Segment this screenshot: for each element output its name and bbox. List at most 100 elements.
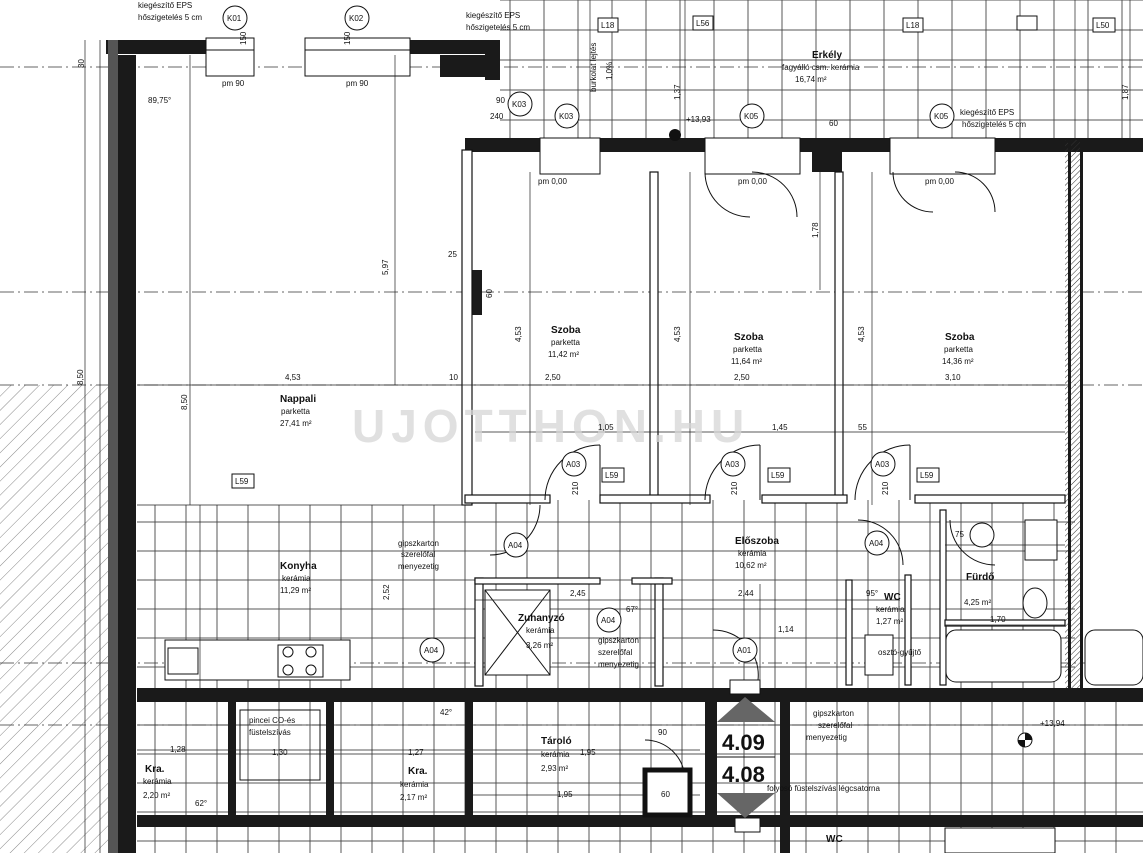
- room-szoba2: Szoba: [734, 332, 764, 343]
- tag-k03b: K03: [559, 112, 574, 121]
- dim-145: 1,45: [772, 423, 788, 432]
- room-wc: WC: [884, 592, 901, 603]
- room-wc2: WC: [826, 834, 843, 845]
- room-wc-finish: kerámia: [876, 605, 905, 614]
- dim-453-nappali: 4,53: [285, 373, 301, 382]
- angle-95: 95°: [866, 589, 878, 598]
- room-szoba3-finish: parketta: [944, 345, 973, 354]
- unit-arrow-up: [717, 697, 775, 722]
- note-eps-1: kiegészítő EPS: [138, 1, 192, 10]
- room-kra2: Kra.: [408, 766, 428, 777]
- dim-60b: 60: [829, 119, 838, 128]
- level-marker-2: [669, 129, 681, 141]
- room-eloszoba: Előszoba: [735, 536, 779, 547]
- note-oszto: osztó-gyűjtő: [878, 648, 922, 657]
- note-gipsz1: gipszkarton: [398, 539, 439, 548]
- dim-150b: 150: [343, 31, 352, 45]
- room-erkely-area: 16,74 m²: [795, 75, 827, 84]
- room-zuhanyzo: Zuhanyzó: [518, 613, 565, 624]
- room-tarolo: Tároló: [541, 736, 572, 747]
- room-erkely-finish: fagyálló csm. kerámia: [782, 63, 860, 72]
- dim-137: 1,37: [673, 84, 682, 100]
- note-gipsz3c: menyezetig: [806, 733, 847, 742]
- level-marker-fill: [1018, 733, 1032, 747]
- dim-195b: 1,95: [557, 790, 573, 799]
- dim-105: 1,05: [598, 423, 614, 432]
- note-lejtes: 1,0%: [605, 62, 614, 80]
- dim-310: 3,10: [945, 373, 961, 382]
- tag-l50: L50: [1096, 21, 1110, 30]
- dim-250b: 2,50: [734, 373, 750, 382]
- room-erkely: Erkély: [812, 50, 842, 61]
- note-pinceb: füstelszívás: [249, 728, 291, 737]
- room-furdo: Fürdő: [966, 572, 994, 583]
- tag-a03b: A03: [725, 460, 740, 469]
- note-gipsz2b: szerelőfal: [598, 648, 632, 657]
- angle-8975: 89,75°: [148, 96, 171, 105]
- dim-195a: 1,95: [580, 748, 596, 757]
- room-nappali: Nappali: [280, 394, 316, 405]
- tag-a03c: A03: [875, 460, 890, 469]
- dim-60c: 60: [661, 790, 670, 799]
- dim-240: 240: [490, 112, 504, 121]
- note-pince: pincei CO-és: [249, 716, 295, 725]
- dim-244: 2,44: [738, 589, 754, 598]
- room-nappali-area: 27,41 m²: [280, 419, 312, 428]
- note-gipsz2c: menyezetig: [598, 660, 639, 669]
- structural-walls: [106, 40, 1143, 853]
- dim-10: 10: [449, 373, 458, 382]
- dim-210c: 210: [881, 481, 890, 495]
- dim-210b: 210: [730, 481, 739, 495]
- tag-a01: A01: [737, 646, 752, 655]
- tag-l56: L56: [696, 19, 710, 28]
- unit-arrow-down: [717, 793, 775, 818]
- tag-k02: K02: [349, 14, 364, 23]
- room-eloszoba-finish: kerámia: [738, 549, 767, 558]
- tag-k01: K01: [227, 14, 242, 23]
- note-eps-2b: hőszigetelés 5 cm: [466, 23, 530, 32]
- tag-l18a: L18: [601, 21, 615, 30]
- pm-000-c: pm 0,00: [925, 177, 954, 186]
- tag-k05b: K05: [934, 112, 949, 121]
- tag-a04d: A04: [869, 539, 884, 548]
- dim-252: 2,52: [382, 584, 391, 600]
- shaft-box-2: [734, 817, 761, 833]
- dim-597: 5,97: [381, 259, 390, 275]
- room-konyha: Konyha: [280, 561, 317, 572]
- dim-187: 1,87: [1121, 84, 1130, 100]
- note-gipsz1b: szerelőfal: [401, 550, 435, 559]
- dim-453-szoba1: 4,53: [514, 326, 523, 342]
- pm-90-b: pm 90: [346, 79, 369, 88]
- dim-55: 55: [858, 423, 867, 432]
- tag-l59b: L59: [605, 471, 619, 480]
- dim-114: 1,14: [778, 625, 794, 634]
- dim-90b: 90: [658, 728, 667, 737]
- tag-a03a: A03: [566, 460, 581, 469]
- note-folyoso: folyosó füstelszívás légcsatorna: [767, 784, 880, 793]
- note-eps-2: kiegészítő EPS: [466, 11, 520, 20]
- dim-30: 30: [77, 59, 86, 68]
- room-kra2-area: 2,17 m²: [400, 793, 427, 802]
- ground-hatch: [0, 385, 108, 853]
- dim-75: 75: [955, 530, 964, 539]
- room-tarolo-area: 2,93 m²: [541, 764, 568, 773]
- room-kra1-area: 2,20 m²: [143, 791, 170, 800]
- dim-130: 1,30: [272, 748, 288, 757]
- tag-l59c: L59: [771, 471, 785, 480]
- room-szoba3-area: 14,36 m²: [942, 357, 974, 366]
- dim-60a: 60: [485, 289, 494, 298]
- room-konyha-finish: kerámia: [282, 574, 311, 583]
- angle-42: 42°: [440, 708, 452, 717]
- note-eps-1b: hőszigetelés 5 cm: [138, 13, 202, 22]
- dim-210a: 210: [571, 481, 580, 495]
- level-1393: +13,93: [686, 115, 711, 124]
- pm-000-a: pm 0,00: [538, 177, 567, 186]
- room-eloszoba-area: 10,62 m²: [735, 561, 767, 570]
- note-gipsz3b: szerelőfal: [818, 721, 852, 730]
- shaft-box: [729, 679, 761, 695]
- room-wc-area: 1,27 m²: [876, 617, 903, 626]
- dim-178: 1,78: [811, 222, 820, 238]
- angle-62: 62°: [195, 799, 207, 808]
- pm-000-b: pm 0,00: [738, 177, 767, 186]
- room-szoba3: Szoba: [945, 332, 975, 343]
